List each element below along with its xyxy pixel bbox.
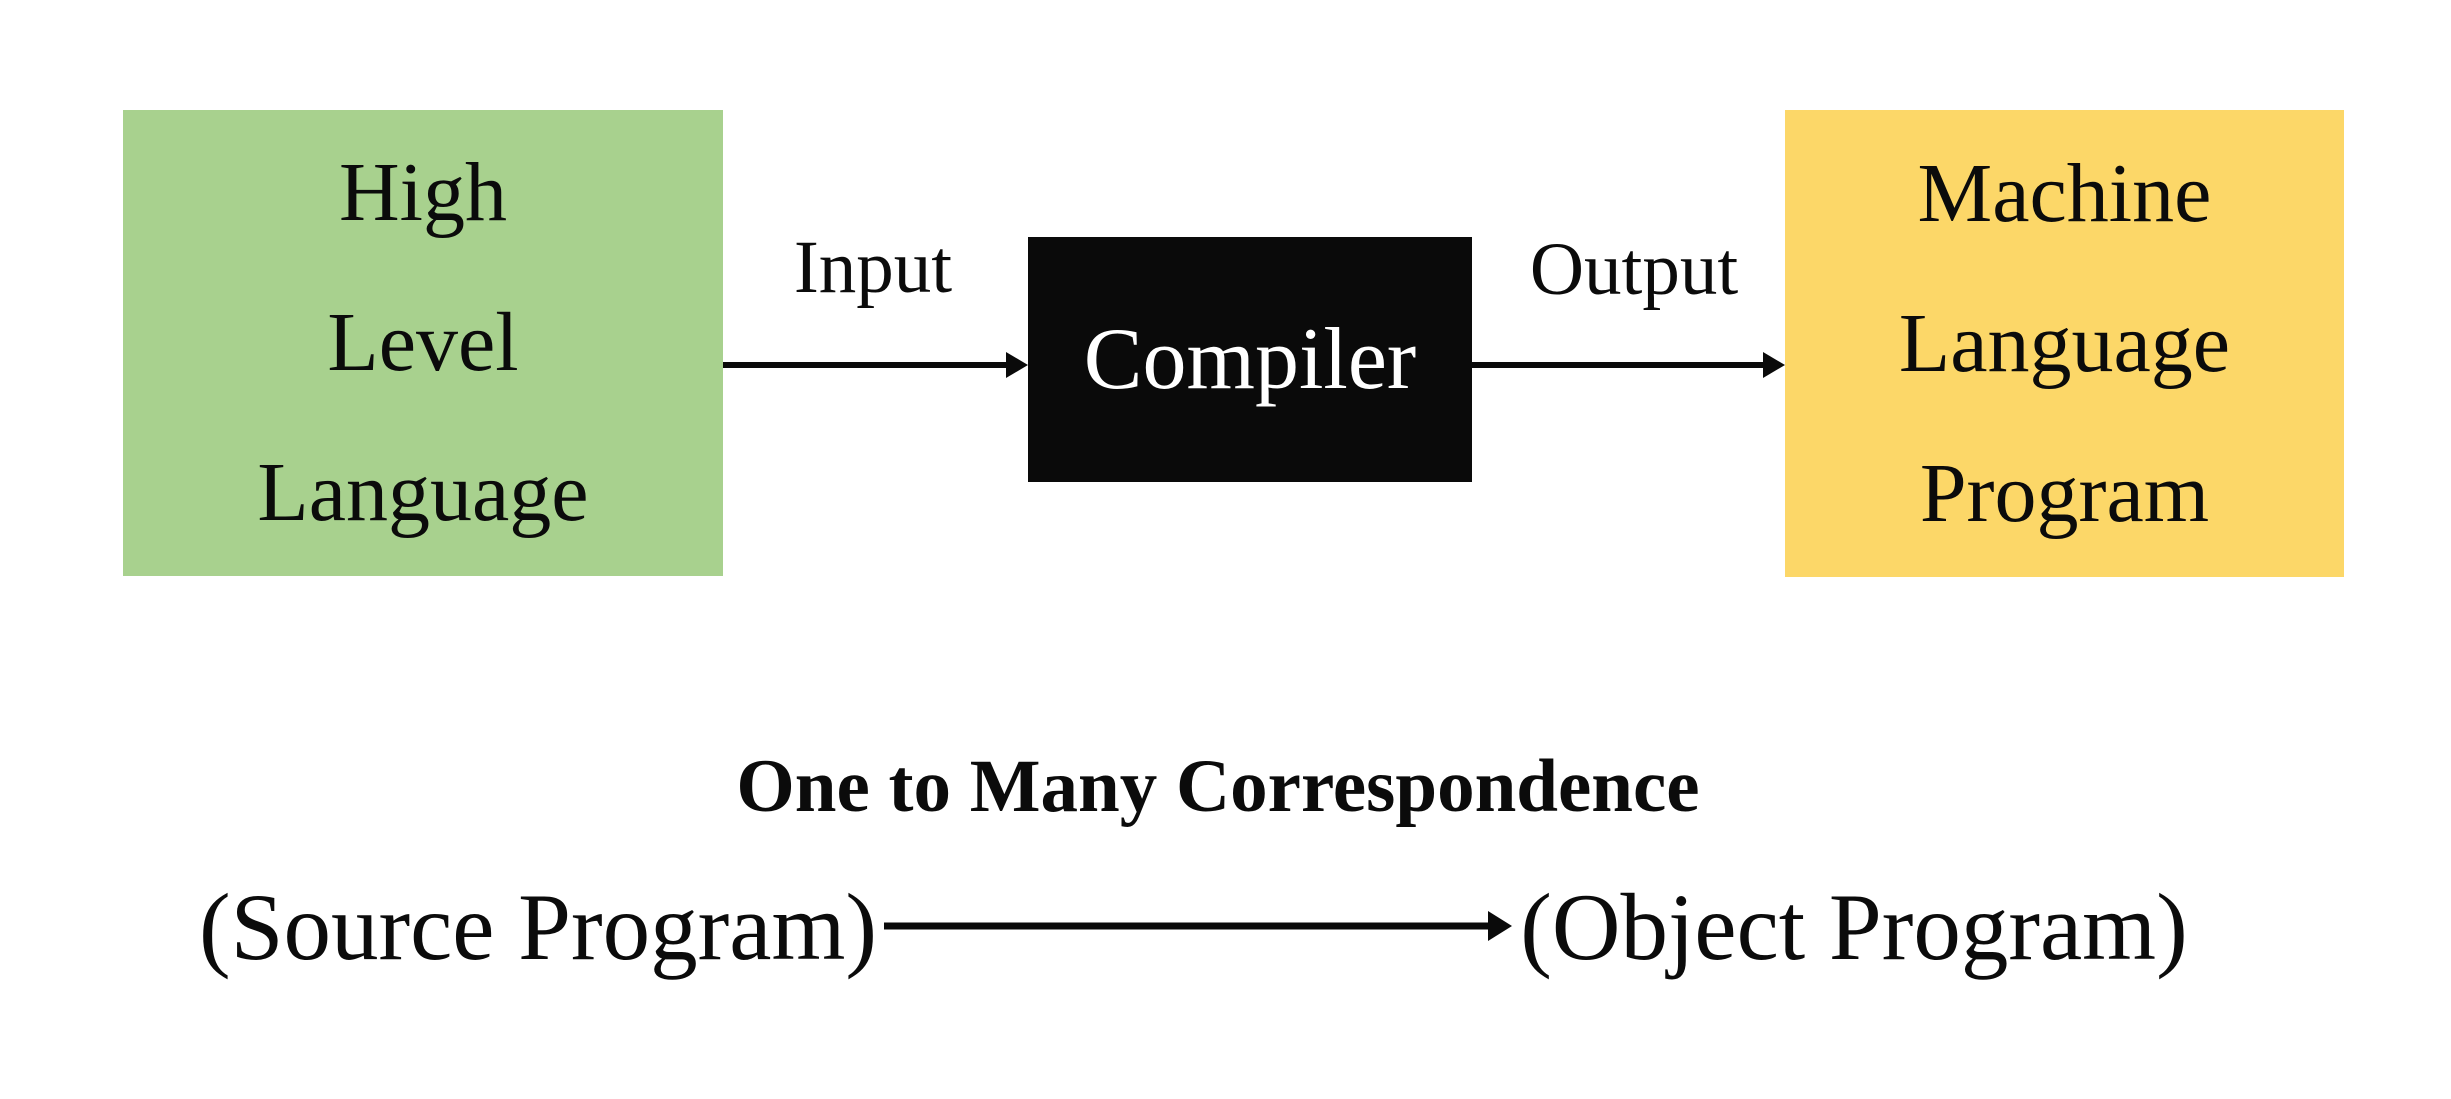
machine-line-3: Program (1919, 446, 2210, 540)
machine-line-1: Machine (1917, 146, 2212, 240)
high-level-language-box: High Level Language (123, 110, 723, 576)
correspondence-arrow-icon (884, 911, 1512, 941)
machine-line-2: Language (1898, 296, 2231, 390)
output-arrow-shaft (1472, 362, 1767, 368)
output-label: Output (1529, 228, 1739, 311)
object-program-label: (Object Program) (1520, 874, 2188, 980)
input-arrowhead-icon (1006, 352, 1028, 378)
input-label: Input (793, 226, 953, 309)
source-program-label: (Source Program) (199, 874, 877, 980)
caption-title: One to Many Correspondence (736, 745, 1700, 828)
output-arrow-icon (1472, 352, 1785, 378)
high-level-line-1: High (339, 146, 507, 239)
high-level-line-3: Language (257, 446, 589, 539)
machine-language-program-box: Machine Language Program (1785, 110, 2344, 577)
high-level-line-2: Level (327, 296, 519, 389)
correspondence-arrowhead-icon (1488, 911, 1512, 941)
correspondence-arrow-shaft (884, 922, 1492, 930)
input-arrow-icon (723, 352, 1028, 378)
input-arrow-shaft (723, 362, 1010, 368)
output-arrowhead-icon (1763, 352, 1785, 378)
compiler-label: Compiler (1083, 310, 1417, 408)
compiler-box: Compiler (1028, 237, 1472, 482)
